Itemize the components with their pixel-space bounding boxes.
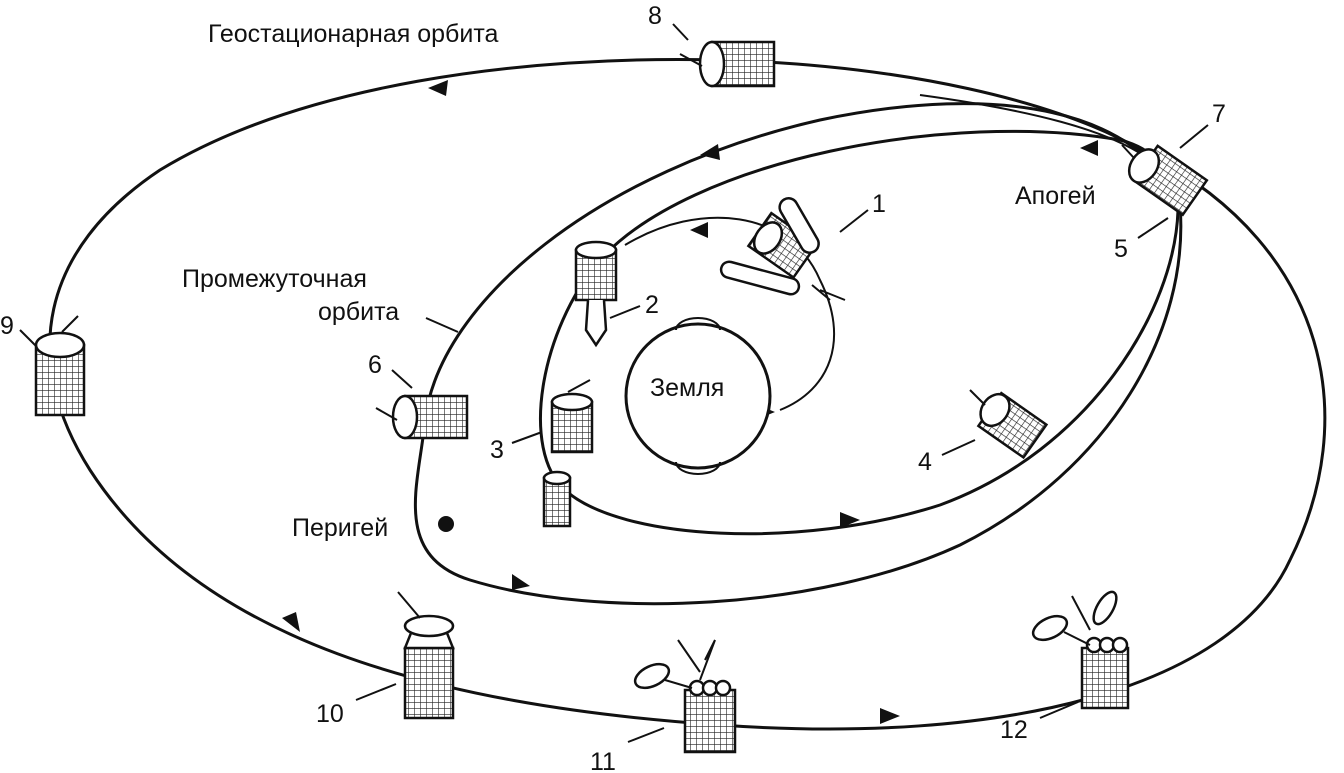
leader-7 [1179,124,1209,149]
arrow-inner-bottom [840,512,860,528]
satellite-stage-6 [375,394,469,440]
stage-number-4: 4 [918,448,932,476]
geostationary-orbit-label: Геостационарная орбита [208,20,499,48]
drift-path-5-7 [919,94,1151,161]
satellite-stage-11 [633,639,737,754]
satellite-stage-7 [1121,144,1209,217]
leader-2 [609,305,641,319]
stage-number-2: 2 [645,291,659,319]
satellite-stage-8 [679,40,776,88]
leader-9 [19,329,37,347]
satellite-stage-9 [34,315,86,417]
stage-number-5: 5 [1114,235,1128,263]
leader-3 [511,431,543,444]
transfer-orbit [413,102,1183,606]
leader-10 [355,683,397,701]
stage-number-9: 9 [0,312,14,340]
leader-transfer-orbit [425,317,459,333]
satellite-stage-12 [1031,590,1130,710]
arrow-transfer-bottom [512,574,530,590]
transfer-orbit-label-2: орбита [318,298,399,326]
apogee-label: Апогей [1015,182,1096,210]
stage-number-7: 7 [1212,100,1226,128]
arrow-apogee [1080,140,1098,156]
satellite-stage-4 [969,389,1049,460]
arrow-parking-top [690,222,708,238]
leader-6 [391,369,413,389]
stage-number-1: 1 [872,190,886,218]
satellite-stage-1 [719,197,846,301]
arrow-geo-left [282,612,300,632]
stage-number-11: 11 [590,748,616,773]
stage-number-6: 6 [368,351,382,379]
satellite-stage-2 [574,240,618,348]
leader-8 [672,23,689,41]
stage-number-8: 8 [648,2,662,30]
stage-number-3: 3 [490,436,504,464]
arrow-geo-bottom [880,708,900,724]
transfer-orbit-label-1: Промежуточная [182,265,367,293]
earth: Земля [624,317,772,475]
stage-number-12: 12 [1000,716,1028,744]
satellite-stage-10 [397,591,455,720]
perigee-point [438,516,454,532]
inner-orbit [539,129,1180,536]
arrow-geo-top [428,80,448,96]
arrow-transfer-top [700,144,720,160]
perigee-label: Перигей [292,514,388,542]
stage-number-10: 10 [316,700,344,728]
parking-orbit [624,216,835,411]
earth-label: Земля [650,374,724,402]
leader-12 [1039,701,1079,719]
leader-4 [941,439,976,456]
satellite-stage-3 [542,379,594,528]
leader-5 [1137,217,1169,239]
leader-1 [839,209,869,233]
leader-11 [627,727,665,743]
